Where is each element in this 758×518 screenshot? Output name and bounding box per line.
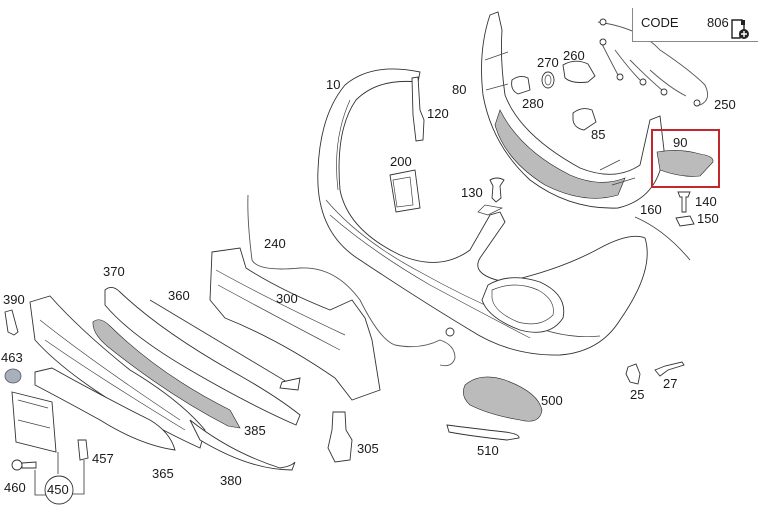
part-500-fog-grille [463,376,543,422]
part-365-lower-carrier [29,295,206,451]
callout-370[interactable]: 370 [103,264,125,279]
part-270-ring [541,71,555,89]
part-370-lower-spoiler [104,287,301,426]
callout-305[interactable]: 305 [357,441,379,456]
callout-200[interactable]: 200 [390,154,412,169]
callout-385[interactable]: 385 [244,423,266,438]
callout-450[interactable]: 450 [47,482,69,497]
callout-390[interactable]: 390 [3,292,25,307]
callout-280[interactable]: 280 [522,96,544,111]
part-140-screw [677,191,691,213]
part-280-sensor [511,75,531,95]
callout-365[interactable]: 365 [152,466,174,481]
callout-150[interactable]: 150 [697,211,719,226]
callout-130[interactable]: 130 [461,185,483,200]
callout-300[interactable]: 300 [276,291,298,306]
part-90-side-grille [656,150,714,177]
part-360-trim-strip [149,299,301,391]
callout-260[interactable]: 260 [563,48,585,63]
part-305-bracket [327,411,353,463]
callout-250[interactable]: 250 [714,97,736,112]
part-240-wire [247,194,456,367]
part-27-pin [654,361,685,377]
callout-80[interactable]: 80 [452,82,467,97]
part-150-nut [675,215,695,227]
part-380-lower-trim [189,419,296,471]
callout-120[interactable]: 120 [427,106,449,121]
part-10-bumper-cover [317,68,648,356]
part-85-sensor [572,108,597,131]
callout-85[interactable]: 85 [591,127,606,142]
callout-90[interactable]: 90 [673,135,688,150]
callout-460[interactable]: 460 [4,480,26,495]
part-160-strip [634,216,691,261]
document-add-icon[interactable] [730,18,750,40]
part-300-absorber [209,247,381,401]
part-25-bracket [625,363,641,385]
callout-457[interactable]: 457 [92,451,114,466]
part-463-plug [4,368,22,384]
highlighted-part-box[interactable] [651,129,720,188]
callout-510[interactable]: 510 [477,443,499,458]
callout-140[interactable]: 140 [695,194,717,209]
callout-463[interactable]: 463 [1,350,23,365]
part-460-screw [11,459,37,471]
part-457-clip [77,439,89,461]
callout-27[interactable]: 27 [663,376,678,391]
callout-380[interactable]: 380 [220,473,242,488]
callout-160[interactable]: 160 [640,202,662,217]
callout-500[interactable]: 500 [541,393,563,408]
callout-240[interactable]: 240 [264,236,286,251]
part-510-trim-strip [446,424,520,441]
part-390-bracket [4,309,19,336]
code-header: CODE 806 [632,8,758,42]
part-200-control-module [389,169,421,213]
callout-10[interactable]: 10 [326,77,341,92]
part-80-grille-frame [481,11,665,209]
code-label: CODE [641,15,679,30]
part-260-sensor [562,60,596,83]
leader-450-group [34,452,85,505]
part-120-bracket [411,76,425,142]
code-value: 806 [707,15,729,30]
callout-360[interactable]: 360 [168,288,190,303]
part-130-clip [489,177,505,203]
callout-25[interactable]: 25 [630,387,645,402]
part-385-center-grille [92,319,241,429]
callout-270[interactable]: 270 [537,55,559,70]
part-450-plate-bracket [11,391,57,453]
